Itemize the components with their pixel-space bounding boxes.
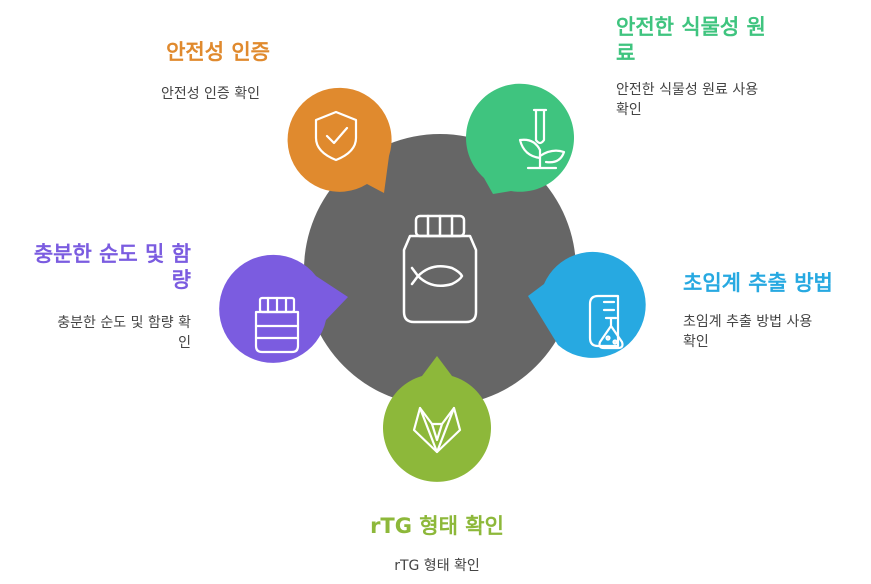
purity-desc-line2: 인	[178, 335, 191, 351]
rtg-desc: rTG 형태 확인	[394, 558, 480, 574]
extraction-petal-shape	[528, 251, 646, 358]
extraction-desc: 초임계 추출 방법 사용 확인	[683, 312, 863, 352]
rtg-petal-shape	[383, 356, 492, 482]
plant-desc-line1: 안전한 식물성 원료 사용	[616, 82, 759, 98]
extraction-desc-line1: 초임계 추출 방법 사용	[683, 314, 813, 330]
plant-desc-line2: 확인	[616, 102, 642, 118]
plant-title-line1: 안전한 식물성 원	[616, 15, 766, 39]
fish-tail-icon	[412, 406, 462, 454]
hub-circle	[304, 134, 576, 406]
plant-petal-shape	[466, 83, 575, 194]
supplement-jar-fish-icon	[402, 214, 478, 324]
plant-test-tube-icon	[518, 108, 566, 170]
safety-title: 안전성 인증	[166, 40, 270, 64]
purity-petal-shape	[219, 254, 348, 363]
purity-title-line2: 량	[171, 268, 191, 292]
safety-petal-shape	[287, 87, 392, 193]
flask-document-icon	[588, 294, 624, 350]
extraction-title: 초임계 추출 방법	[683, 271, 833, 295]
plant-desc: 안전한 식물성 원료 사용 확인	[616, 80, 836, 120]
rtg-title: rTG 형태 확인	[370, 514, 504, 538]
plant-title-line2: 료	[616, 41, 636, 65]
safety-desc: 안전성 인증 확인	[160, 86, 260, 102]
purity-desc: 충분한 순도 및 함량 확 인	[10, 313, 191, 353]
purity-desc-line1: 충분한 순도 및 함량 확	[57, 315, 191, 331]
plant-title: 안전한 식물성 원 료	[616, 14, 816, 66]
purity-title: 충분한 순도 및 함 량	[10, 241, 191, 293]
purity-title-line1: 충분한 순도 및 함	[33, 242, 191, 266]
extraction-desc-line2: 확인	[683, 334, 709, 350]
supplement-bottle-icon	[254, 296, 300, 354]
shield-check-icon	[314, 110, 358, 162]
